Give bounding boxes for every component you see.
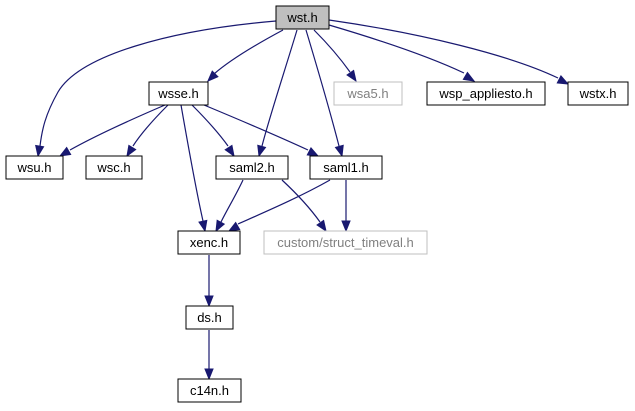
edge-xenc-to-ds bbox=[204, 255, 214, 308]
node-label-ds: ds.h bbox=[197, 310, 222, 325]
node-saml2[interactable]: saml2.h bbox=[215, 155, 289, 180]
node-label-wsse: wsse.h bbox=[157, 86, 198, 101]
node-wsc[interactable]: wsc.h bbox=[85, 155, 143, 180]
node-label-wsp-appliesto: wsp_appliesto.h bbox=[438, 86, 532, 101]
node-wsa5[interactable]: wsa5.h bbox=[333, 81, 403, 106]
node-label-saml2: saml2.h bbox=[229, 160, 275, 175]
node-label-c14n: c14n.h bbox=[190, 383, 229, 398]
node-label-wsc: wsc.h bbox=[96, 160, 130, 175]
edge-wst-to-wsp-appliesto bbox=[328, 24, 476, 82]
node-wsu[interactable]: wsu.h bbox=[5, 155, 64, 180]
edge-wsse-to-saml1 bbox=[203, 104, 320, 157]
node-label-saml1: saml1.h bbox=[323, 160, 369, 175]
node-label-wst: wst.h bbox=[286, 10, 317, 25]
edge-wst-to-saml2 bbox=[257, 29, 298, 158]
node-wstx[interactable]: wstx.h bbox=[567, 81, 629, 106]
node-label-wsa5: wsa5.h bbox=[346, 86, 388, 101]
node-label-wstx: wstx.h bbox=[579, 86, 617, 101]
edge-saml2-to-struct-timeval bbox=[281, 179, 327, 233]
edges-layer bbox=[35, 19, 570, 381]
edge-wsse-to-wsc bbox=[126, 104, 169, 158]
node-label-struct-timeval: custom/struct_timeval.h bbox=[277, 235, 414, 250]
edge-saml2-to-xenc bbox=[215, 179, 244, 233]
edge-ds-to-c14n bbox=[204, 330, 214, 381]
node-label-xenc: xenc.h bbox=[190, 235, 228, 250]
node-wst[interactable]: wst.h bbox=[275, 5, 330, 30]
edge-wst-to-wsu bbox=[35, 20, 277, 158]
edge-saml1-to-struct-timeval bbox=[341, 180, 351, 233]
edge-wst-to-saml1 bbox=[305, 29, 344, 158]
node-wsp-appliesto[interactable]: wsp_appliesto.h bbox=[426, 81, 546, 106]
node-xenc[interactable]: xenc.h bbox=[177, 230, 241, 255]
edge-saml1-to-xenc bbox=[227, 179, 331, 232]
node-wsse[interactable]: wsse.h bbox=[148, 81, 209, 106]
edge-wst-to-wstx bbox=[328, 19, 570, 85]
node-ds[interactable]: ds.h bbox=[185, 305, 234, 330]
edge-wsse-to-wsu bbox=[58, 104, 166, 157]
edge-wsse-to-xenc bbox=[180, 104, 208, 233]
node-saml1[interactable]: saml1.h bbox=[309, 155, 383, 180]
node-label-wsu: wsu.h bbox=[17, 160, 52, 175]
node-struct-timeval[interactable]: custom/struct_timeval.h bbox=[263, 230, 428, 255]
node-c14n[interactable]: c14n.h bbox=[177, 378, 242, 403]
edge-wsse-to-saml2 bbox=[191, 104, 235, 158]
edge-wst-to-wsse bbox=[207, 29, 284, 82]
edge-wst-to-wsa5 bbox=[313, 29, 357, 83]
